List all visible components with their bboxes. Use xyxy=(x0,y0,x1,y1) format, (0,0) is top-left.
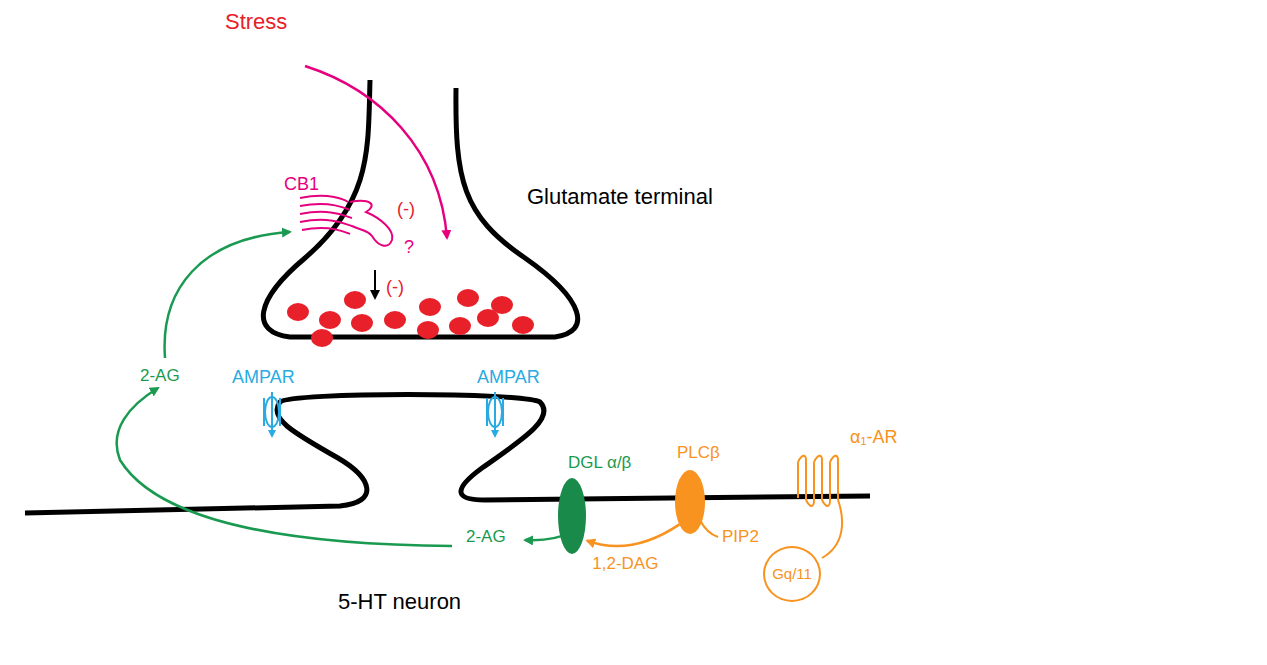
terminal-label: Glutamate terminal xyxy=(527,185,713,209)
vesicles xyxy=(287,289,534,347)
enzyme-oval: PLCβ xyxy=(675,470,705,534)
stress-arrow xyxy=(305,66,447,238)
stress-label: Stress xyxy=(225,10,287,34)
shape-outline xyxy=(558,478,586,554)
node-text: DGL α/β xyxy=(568,454,631,473)
node-text: PLCβ xyxy=(677,444,720,463)
receptor-label: AMPAR xyxy=(232,368,295,388)
g-protein-circle: Gq/11 xyxy=(763,546,821,602)
alpha1-receptor xyxy=(798,456,842,558)
postsynaptic-membrane xyxy=(25,395,870,514)
messenger-label: 2-AG xyxy=(140,367,180,386)
receptor-label: CB1 xyxy=(284,175,319,195)
shape-outline xyxy=(675,470,705,534)
receptor-label: AMPAR xyxy=(477,368,540,388)
receptor-label: α₁-AR xyxy=(850,428,897,448)
inhibition-sign: (-) xyxy=(386,278,404,298)
conversion-arrow xyxy=(587,524,679,546)
messenger-label: 2-AG xyxy=(466,528,506,547)
2ag-arrow-retro xyxy=(117,388,452,546)
lipid-label: PIP2 xyxy=(722,528,759,547)
question-mark: ? xyxy=(404,238,414,258)
neuron-label: 5-HT neuron xyxy=(338,590,461,614)
ampa-receptor xyxy=(264,392,503,436)
enzyme-oval: DGL α/β xyxy=(558,478,586,554)
inhibition-sign: (-) xyxy=(397,200,415,220)
inhibition-arrow xyxy=(374,270,376,298)
node-text: Gq/11 xyxy=(772,566,812,583)
edge-label: 1,2-DAG xyxy=(592,555,658,574)
2ag-arrow-up xyxy=(165,232,290,358)
cb1-receptor xyxy=(300,196,392,246)
pip2-tick xyxy=(700,520,718,537)
